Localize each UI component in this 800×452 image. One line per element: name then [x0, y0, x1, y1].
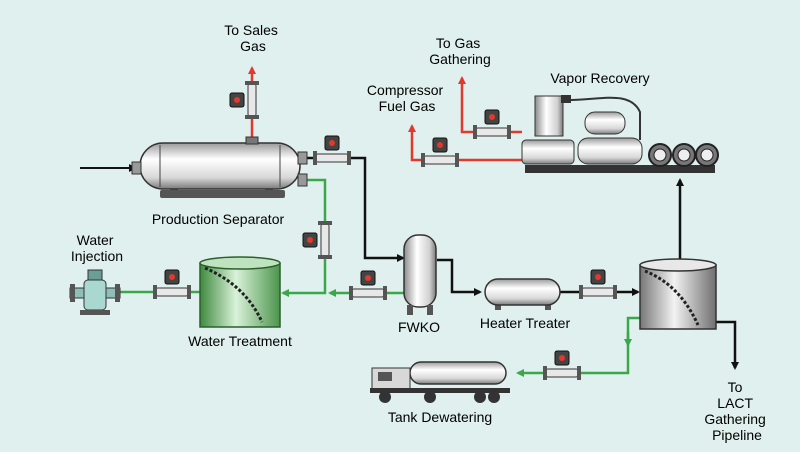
tank-dewatering-label: Tank Dewatering [388, 409, 492, 425]
production-separator [131, 136, 308, 198]
to-gas-gathering-label: To Gas Gathering [429, 35, 490, 67]
sales-gas-meter [229, 81, 259, 119]
production-separator-label: Production Separator [152, 211, 285, 227]
water-injection-pump [69, 269, 121, 315]
separator-oil-meter [313, 135, 351, 165]
treater-oil-meter [579, 269, 617, 299]
heater-treater-vessel [484, 278, 561, 310]
fwko-vessel [403, 234, 437, 315]
vapor-recovery-label: Vapor Recovery [550, 70, 649, 86]
fwko-water-meter [349, 270, 387, 300]
compressor-fuel-gas-label: Compressor Fuel Gas [367, 82, 447, 114]
heater-treater-label: Heater Treater [480, 315, 571, 331]
gas-gathering-meter [473, 109, 511, 139]
vapor-recovery-unit [521, 95, 719, 173]
dewatering-meter [543, 350, 581, 380]
water-treatment-label: Water Treatment [188, 333, 292, 349]
fwko-label: FWKO [398, 319, 440, 335]
injection-meter [153, 269, 191, 299]
water-injection-label: Water Injection [71, 232, 123, 264]
to-sales-gas-label: To Sales Gas [224, 22, 282, 54]
fuel-gas-meter [421, 137, 459, 167]
lact-line [716, 320, 739, 370]
fwko-oil-line [437, 258, 482, 296]
to-lact-label: To LACT Gathering Pipeline [704, 379, 769, 443]
oil-storage-tank [639, 258, 717, 330]
tank-truck [370, 361, 510, 403]
separator-water-meter [302, 221, 332, 259]
water-treatment-tank [199, 256, 281, 328]
